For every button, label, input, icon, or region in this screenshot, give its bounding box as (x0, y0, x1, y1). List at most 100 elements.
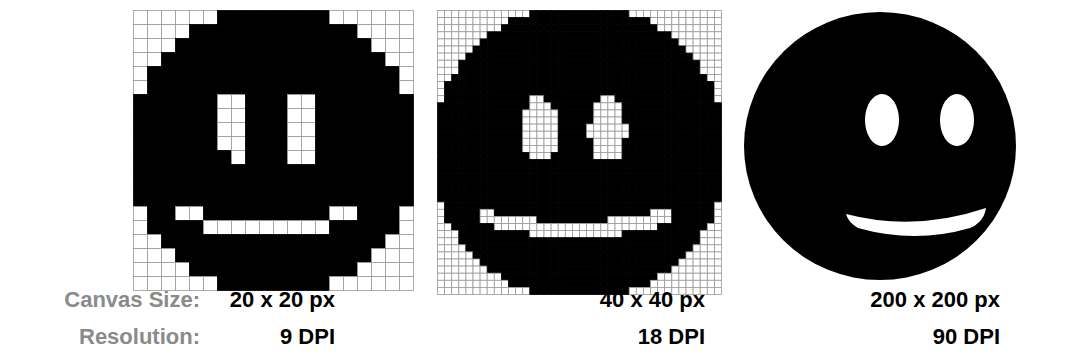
pixel-cell (700, 46, 707, 53)
pixel-cell (445, 18, 452, 25)
pixel-cell (438, 252, 445, 259)
pixel-cell (580, 138, 587, 145)
pixel-cell (643, 195, 650, 202)
pixel-cell (509, 103, 516, 110)
pixel-cell (558, 110, 565, 117)
pixel-cell (232, 249, 246, 263)
pixel-cell (565, 238, 572, 245)
pixel-cell (643, 273, 650, 280)
pixel-cell (523, 46, 530, 53)
pixel-cell (594, 174, 601, 181)
pixel-cell (565, 11, 572, 18)
pixel-cell (523, 238, 530, 245)
pixel-cell (615, 145, 622, 152)
pixel-cell (523, 252, 530, 259)
pixel-cell (643, 39, 650, 46)
pixel-cell (487, 138, 494, 145)
pixel-cell (587, 160, 594, 167)
pixel-cell (658, 259, 665, 266)
pixel-cell (523, 287, 530, 294)
pixel-cell (658, 82, 665, 89)
pixel-cell (400, 179, 414, 193)
pixel-cell (466, 117, 473, 124)
pixel-cell (679, 188, 686, 195)
pixel-cell (587, 117, 594, 124)
pixel-cell (204, 53, 218, 67)
pixel-cell (608, 110, 615, 117)
pixel-cell (523, 224, 530, 231)
pixel-cell (594, 160, 601, 167)
pixel-cell (344, 277, 358, 291)
pixel-cell (501, 160, 508, 167)
pixel-cell (693, 174, 700, 181)
pixel-cell (480, 82, 487, 89)
pixel-cell (608, 280, 615, 287)
pixel-cell (530, 153, 537, 160)
pixel-cell (480, 124, 487, 131)
pixel-cell (509, 124, 516, 131)
pixel-cell (580, 195, 587, 202)
pixel-cell (344, 249, 358, 263)
pixel-cell (629, 238, 636, 245)
pixel-cell (580, 181, 587, 188)
pixel-cell (516, 153, 523, 160)
pixel-cell (473, 60, 480, 67)
pixel-cell (452, 188, 459, 195)
pixel-cell (480, 231, 487, 238)
pixel-cell (459, 259, 466, 266)
pixel-cell (679, 252, 686, 259)
pixel-cell (608, 131, 615, 138)
pixel-cell (516, 89, 523, 96)
pixel-cell (190, 123, 204, 137)
pixel-cell (487, 195, 494, 202)
pixel-cell (487, 145, 494, 152)
pixel-cell (501, 138, 508, 145)
pixel-cell (487, 124, 494, 131)
pixel-cell (134, 221, 148, 235)
pixel-cell (509, 209, 516, 216)
pixel-cell (594, 96, 601, 103)
pixel-cell (480, 67, 487, 74)
pixel-cell (686, 160, 693, 167)
pixel-cell (679, 18, 686, 25)
pixel-cell (658, 131, 665, 138)
pixel-cell (707, 231, 714, 238)
pixel-cell (509, 266, 516, 273)
pixel-cell (672, 110, 679, 117)
pixel-cell (487, 174, 494, 181)
pixel-cell (438, 74, 445, 81)
pixel-cell (480, 181, 487, 188)
pixel-cell (558, 224, 565, 231)
pixel-cell (714, 110, 721, 117)
pixel-cell (707, 131, 714, 138)
pixel-cell (509, 138, 516, 145)
pixel-cell (232, 137, 246, 151)
pixel-cell (516, 82, 523, 89)
pixel-cell (679, 117, 686, 124)
pixel-cell (134, 235, 148, 249)
pixel-cell (232, 263, 246, 277)
pixel-cell (622, 124, 629, 131)
pixel-cell (516, 53, 523, 60)
pixel-cell (615, 231, 622, 238)
pixel-cell (501, 124, 508, 131)
pixel-cell (587, 153, 594, 160)
pixel-cell (672, 231, 679, 238)
pixel-cell (330, 109, 344, 123)
pixel-cell (615, 195, 622, 202)
pixel-cell (466, 53, 473, 60)
pixel-cell (501, 238, 508, 245)
pixel-cell (530, 74, 537, 81)
pixel-cell (700, 259, 707, 266)
pixel-cell (516, 181, 523, 188)
pixel-cell (580, 174, 587, 181)
pixel-cell (473, 89, 480, 96)
pixel-cell (176, 123, 190, 137)
pixel-cell (288, 151, 302, 165)
pixel-cell (438, 138, 445, 145)
pixel-cell (530, 231, 537, 238)
pixel-cell (615, 273, 622, 280)
pixel-cell (572, 53, 579, 60)
pixel-cell (587, 53, 594, 60)
pixel-cell (445, 74, 452, 81)
